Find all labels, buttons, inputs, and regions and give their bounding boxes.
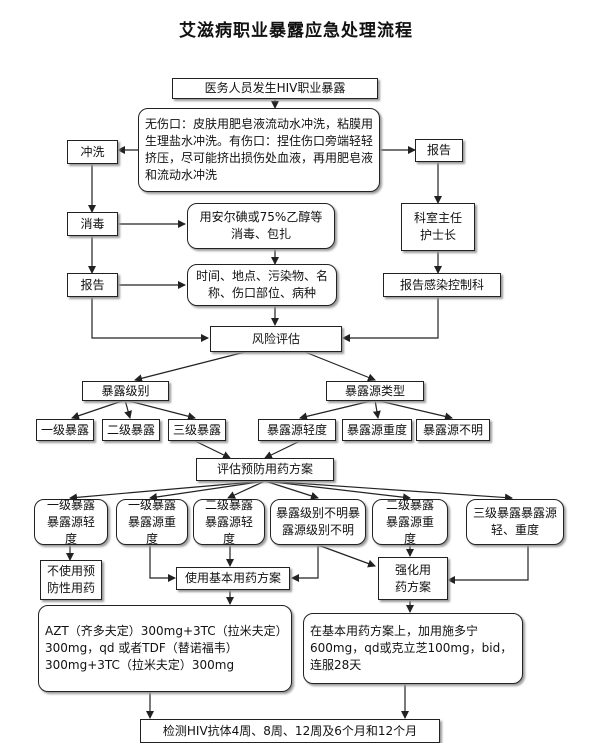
basic-regimen-box: 使用基本用药方案: [176, 567, 290, 590]
disinfect-method-text: 用安尔碘或75%乙醇等消毒、包扎: [199, 210, 323, 241]
level1-text: 一级暴露: [40, 422, 89, 437]
exposure-level-box: 暴露级别: [82, 381, 169, 401]
basic-regimen-detail-box: AZT（齐多夫定）300mg+3TC（拉米夫定）300mg，qd 或者TDF（替…: [38, 605, 292, 692]
case-level2-light-text: 二级暴露暴露源轻度: [204, 497, 253, 546]
basic-regimen-text: 使用基本用药方案: [184, 571, 281, 585]
case-level1-light-box: 一级暴露暴露源轻度: [34, 497, 108, 546]
level2-text: 二级暴露: [106, 422, 155, 437]
level1-box: 一级暴露: [36, 419, 94, 441]
level2-box: 二级暴露: [102, 419, 160, 441]
wound-treatment-text: 无伤口：皮肤用肥皂液流动水冲洗，粘膜用生理盐水冲洗。有伤口：捏住伤口旁端轻轻挤压…: [145, 117, 374, 182]
source-unknown-text: 暴露源不明: [422, 422, 483, 437]
case-level1-heavy-text: 一级暴露暴露源重度: [127, 497, 176, 546]
basic-regimen-detail-text: AZT（齐多夫定）300mg+3TC（拉米夫定）300mg，qd 或者TDF（替…: [45, 624, 282, 672]
infection-control-report-text: 报告感染控制科: [399, 277, 484, 292]
rinse-text: 冲洗: [80, 144, 105, 159]
source-type-text: 暴露源类型: [344, 383, 405, 398]
disinfect-method-box: 用安尔碘或75%乙醇等消毒、包扎: [187, 203, 335, 249]
no-preventive-drug-box: 不使用预防性用药: [40, 560, 102, 600]
exposure-level-text: 暴露级别: [101, 383, 150, 398]
case-level2-heavy-box: 二级暴露暴露源重度: [372, 497, 448, 546]
source-heavy-box: 暴露源重度: [342, 419, 412, 441]
report-left-box: 报告: [67, 273, 118, 297]
case-unknown-box: 暴露级别不明暴露源级别不明: [270, 499, 366, 545]
no-preventive-drug-text: 不使用预防性用药: [47, 564, 96, 595]
source-heavy-text: 暴露源重度: [346, 422, 407, 437]
hiv-exposure-start-box: 医务人员发生HIV职业暴露: [172, 78, 378, 99]
case-level3-box: 三级暴露暴露源轻、重度: [466, 499, 564, 545]
source-type-box: 暴露源类型: [326, 381, 424, 401]
case-level2-light-box: 二级暴露暴露源轻度: [193, 497, 265, 546]
record-details-text: 时间、地点、污染物、名称、伤口部位、病种: [195, 269, 328, 300]
start-text: 医务人员发生HIV职业暴露: [204, 81, 346, 95]
dept-head-box: 科室主任护士长: [401, 203, 475, 251]
disinfect-text: 消毒: [80, 216, 105, 231]
case-level1-heavy-box: 一级暴露暴露源重度: [116, 497, 188, 546]
case-unknown-text: 暴露级别不明暴露源级别不明: [275, 506, 360, 537]
enhanced-regimen-text: 强化用药方案: [394, 562, 431, 594]
rinse-box: 冲洗: [67, 140, 118, 164]
level3-text: 三级暴露: [172, 422, 221, 437]
page-title: 艾滋病职业暴露应急处理流程: [179, 21, 413, 41]
flow-connectors: [66, 99, 529, 719]
wound-treatment-box: 无伤口：皮肤用肥皂液流动水冲洗，粘膜用生理盐水冲洗。有伤口：捏住伤口旁端轻轻挤压…: [138, 108, 380, 192]
source-unknown-box: 暴露源不明: [416, 419, 490, 441]
dept-head-text: 科室主任护士长: [413, 211, 462, 242]
report-right-box: 报告: [415, 139, 463, 162]
level3-box: 三级暴露: [168, 419, 226, 441]
case-level1-light-text: 一级暴露暴露源轻度: [46, 497, 95, 546]
evaluate-plan-box: 评估预防用药方案: [196, 458, 334, 481]
record-details-box: 时间、地点、污染物、名称、伤口部位、病种: [187, 264, 337, 306]
source-light-box: 暴露源轻度: [258, 419, 336, 441]
report-left-text: 报告: [80, 277, 105, 292]
enhanced-regimen-detail-text: 在基本用药方案上，加用施多宁600mg，qd或克立芝100mg，bid，连服28…: [310, 624, 513, 672]
report-right-text: 报告: [426, 143, 451, 157]
source-light-text: 暴露源轻度: [266, 422, 327, 437]
infection-control-report-box: 报告感染控制科: [383, 273, 501, 297]
risk-assessment-box: 风险评估: [210, 326, 342, 352]
enhanced-regimen-box: 强化用药方案: [378, 557, 448, 600]
evaluate-plan-text: 评估预防用药方案: [216, 462, 313, 476]
risk-assessment-text: 风险评估: [251, 331, 300, 346]
case-level3-text: 三级暴露暴露源轻、重度: [473, 506, 558, 537]
hiv-antibody-test-box: 检测HIV抗体4周、8周、12周及6个月和12个月: [140, 719, 440, 743]
disinfect-box: 消毒: [67, 212, 118, 236]
enhanced-regimen-detail-box: 在基本用药方案上，加用施多宁600mg，qd或克立芝100mg，bid，连服28…: [303, 613, 523, 684]
case-level2-heavy-text: 二级暴露暴露源重度: [385, 497, 434, 546]
hiv-antibody-test-text: 检测HIV抗体4周、8周、12周及6个月和12个月: [162, 723, 418, 738]
